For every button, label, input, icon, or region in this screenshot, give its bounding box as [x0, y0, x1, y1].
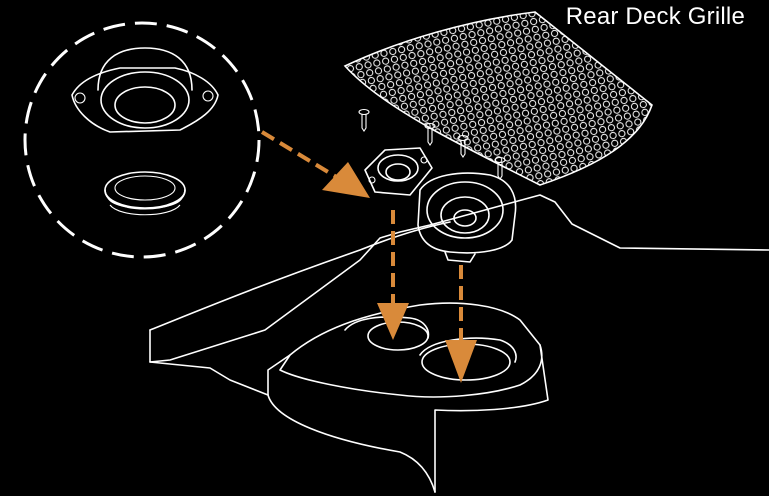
speaker-openings	[344, 316, 517, 381]
screw-icon	[424, 122, 436, 146]
dashed-arrow-icon	[377, 303, 409, 340]
install-arrows	[260, 130, 477, 383]
rear-deck-grille	[343, 11, 653, 186]
screw-icon	[358, 108, 370, 132]
rear-deck-grille-label: Rear Deck Grille	[565, 3, 745, 30]
screw-set	[358, 108, 506, 180]
dashed-circle-detail-icon	[23, 21, 261, 259]
screw-icon	[457, 134, 469, 158]
tweeter-icon	[364, 147, 433, 196]
woofer-speaker-icon	[417, 172, 517, 263]
dashed-arrow-icon	[322, 162, 370, 198]
dashed-arrow-icon	[445, 340, 477, 383]
